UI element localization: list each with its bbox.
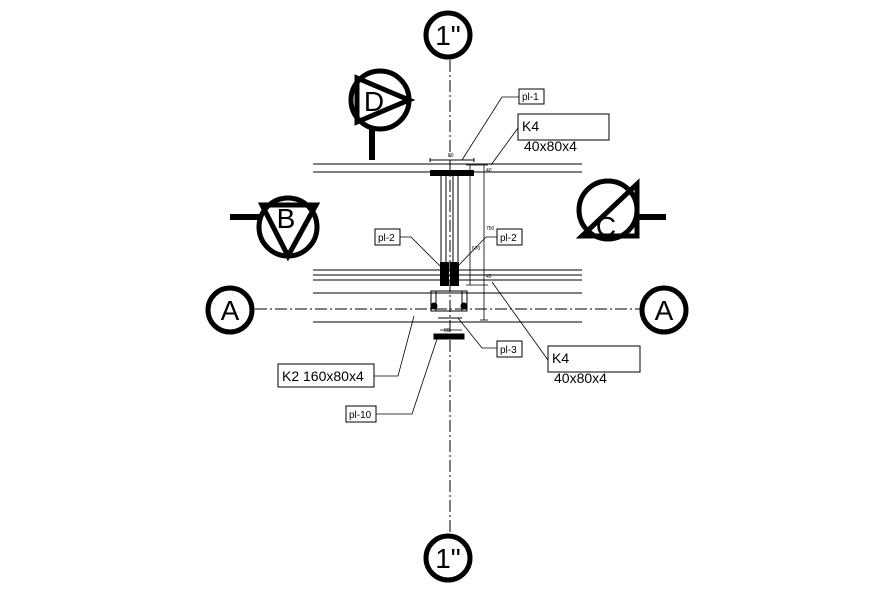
section-marker-d: D	[348, 68, 416, 160]
callout-k4-bottom-name: K4	[552, 350, 569, 366]
grid-bubble-top: 1"	[423, 10, 473, 60]
tag-pl-2-left: pl-2	[374, 228, 401, 246]
base-plate-shape	[430, 290, 468, 340]
leader-pl-10	[376, 335, 439, 415]
dimension-lines	[440, 164, 488, 331]
callout-k4-top: K4 40x80x4	[517, 113, 610, 154]
dim-40-b: 40	[486, 274, 492, 280]
callout-k4-top-name: K4	[522, 118, 539, 134]
leader-pl-3	[457, 317, 497, 349]
leader-k4-top	[490, 127, 519, 166]
tag-pl-10-text: pl-10	[349, 410, 372, 421]
tag-pl-10: pl-10	[345, 405, 377, 423]
tag-pl-2-left-text: pl-2	[378, 233, 395, 244]
dim-80-bottom: 80	[444, 328, 450, 334]
grid-label-right: A	[655, 295, 674, 326]
dim-670: 670	[472, 246, 481, 252]
leader-k4-bottom	[491, 281, 549, 361]
tag-pl-1: pl-1	[518, 88, 545, 105]
leader-pl-2-left	[399, 236, 441, 267]
callout-k2-text: K2 160x80x4	[282, 368, 364, 384]
callout-k2: K2 160x80x4	[277, 363, 375, 388]
leader-pl-2-right	[457, 236, 497, 267]
tag-pl-3: pl-3	[496, 340, 523, 358]
vertical-post	[440, 172, 459, 265]
section-label-c: C	[596, 211, 616, 242]
section-marker-c: C	[575, 178, 666, 242]
callout-k4-bottom-size: 40x80x4	[554, 370, 607, 386]
tag-pl-3-text: pl-3	[500, 345, 517, 356]
leader-pl-1	[461, 96, 519, 161]
dim-80-top: 80	[448, 153, 454, 159]
tag-pl-1-text: pl-1	[522, 92, 539, 103]
grid-label-bottom: 1"	[435, 543, 461, 574]
plate-pl-2-shape	[440, 262, 459, 286]
grid-bubble-left: A	[205, 285, 255, 335]
leader-k2	[374, 315, 415, 377]
callout-k4-bottom: K4 40x80x4	[547, 345, 641, 386]
plate-pl-1-shape	[429, 158, 475, 176]
grid-bubble-bottom: 1"	[423, 533, 473, 583]
section-label-b: B	[277, 203, 296, 234]
grid-bubble-right: A	[639, 285, 689, 335]
grid-label-top: 1"	[435, 20, 461, 51]
callout-k4-top-size: 40x80x4	[524, 138, 577, 154]
grid-label-left: A	[221, 295, 240, 326]
tag-pl-2-right: pl-2	[496, 228, 523, 246]
tag-pl-2-right-text: pl-2	[500, 233, 517, 244]
section-label-d: D	[364, 86, 384, 117]
section-marker-b: B	[230, 195, 321, 262]
dim-40-a: 40	[486, 168, 492, 174]
dim-750: 750	[486, 226, 495, 232]
